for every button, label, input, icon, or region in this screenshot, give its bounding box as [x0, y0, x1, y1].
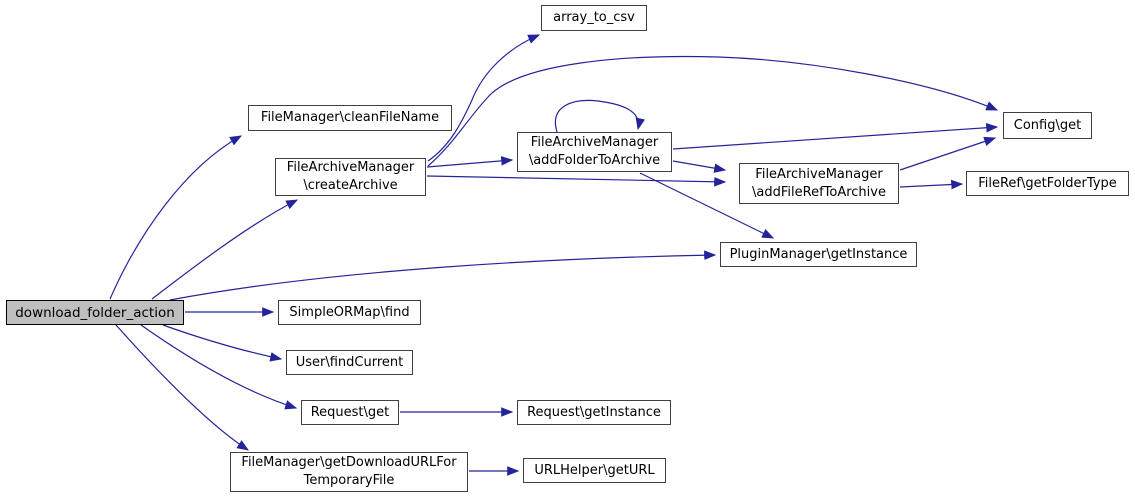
node-label: FileManager\getDownloadURLFor TemporaryF…: [241, 455, 457, 488]
edge-download-to-getdownloadurl: [115, 324, 250, 451]
edge-addfilereftoarchive-to-getfoldertype: [899, 179, 964, 190]
edge-addfoldertoarchive-to-addfilereftoarchive: [672, 160, 727, 173]
edge-addfoldertoarchive-to-pluginmanager-getinstance: [639, 172, 775, 239]
node-user-findcurrent[interactable]: User\findCurrent: [286, 350, 413, 375]
edge-addfoldertoarchive-self-loop: [554, 99, 646, 133]
node-filearchivemanager-addfilereftoarchive[interactable]: FileArchiveManager \addFileRefToArchive: [739, 163, 899, 204]
node-label: download_folder_action: [15, 304, 175, 321]
node-filemanager-cleanfilename[interactable]: FileManager\cleanFileName: [248, 105, 452, 131]
node-label: FileArchiveManager \addFileRefToArchive: [752, 166, 886, 200]
node-label: FileRef\getFolderType: [978, 175, 1117, 191]
node-urlhelper-geturl[interactable]: URLHelper\getURL: [523, 458, 666, 483]
node-filearchivemanager-addfoldertoarchive[interactable]: FileArchiveManager \addFolderToArchive: [517, 132, 672, 172]
edge-addfoldertoarchive-to-config-get: [672, 122, 999, 150]
edge-createarchive-to-addfilereftoarchive: [426, 175, 727, 187]
node-filearchivemanager-createarchive[interactable]: FileArchiveManager \createArchive: [275, 158, 426, 196]
edge-createarchive-to-config-get: [427, 55, 999, 167]
node-label: array_to_csv: [553, 10, 635, 25]
node-pluginmanager-getinstance[interactable]: PluginManager\getInstance: [720, 242, 917, 267]
node-request-getinstance[interactable]: Request\getInstance: [517, 400, 671, 425]
node-label: FileManager\cleanFileName: [260, 110, 440, 125]
node-filemanager-getdownloadurlfortemporaryfile[interactable]: FileManager\getDownloadURLFor TemporaryF…: [230, 452, 468, 492]
edge-download-to-pluginmanager-getinstance: [169, 250, 717, 301]
edge-createarchive-to-array-to-csv: [427, 34, 541, 162]
node-label: URLHelper\getURL: [534, 462, 655, 478]
edge-download-to-createarchive: [151, 199, 299, 300]
node-label: FileArchiveManager \addFolderToArchive: [528, 135, 661, 168]
node-label: SimpleORMap\find: [289, 304, 410, 320]
edge-download-to-request-get: [140, 324, 298, 410]
node-download-folder-action[interactable]: download_folder_action: [6, 300, 184, 325]
node-request-get[interactable]: Request\get: [301, 400, 399, 425]
edge-addfilereftoarchive-to-config-get: [899, 136, 997, 171]
node-label: PluginManager\getInstance: [729, 246, 908, 262]
node-simpleormap-find[interactable]: SimpleORMap\find: [278, 300, 421, 325]
node-label: User\findCurrent: [295, 354, 404, 370]
node-array-to-csv[interactable]: array_to_csv: [541, 5, 647, 31]
node-label: Config\get: [1013, 117, 1082, 133]
edge-createarchive-to-addfoldertoarchive: [426, 156, 514, 168]
node-label: FileArchiveManager \createArchive: [286, 160, 415, 193]
node-fileref-getfoldertype[interactable]: FileRef\getFolderType: [966, 171, 1129, 196]
edge-download-to-user-findcurrent: [162, 324, 283, 362]
edge-download-to-cleanfilename: [109, 135, 243, 300]
node-label: Request\getInstance: [527, 404, 661, 420]
node-label: Request\get: [310, 404, 390, 420]
node-config-get[interactable]: Config\get: [1003, 112, 1092, 139]
